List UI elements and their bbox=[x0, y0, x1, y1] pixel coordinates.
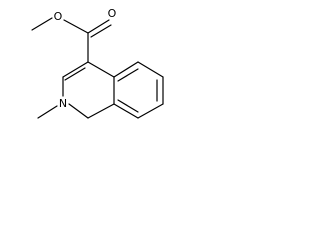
bond-c4-c3-double-1 bbox=[62, 61, 89, 78]
bond-c4a-to-c4 bbox=[87, 61, 115, 78]
bond-c7-to-c8 bbox=[137, 103, 164, 119]
bond-c1-to-c8a bbox=[87, 103, 115, 119]
molecule-drawing: O O N bbox=[31, 7, 164, 119]
carbonyl-oxygen-label: O bbox=[108, 7, 117, 20]
bond-n-to-methyl bbox=[37, 105, 58, 119]
bond-carbonyl-c-o-double-2 bbox=[90, 24, 112, 38]
bond-carbonyl-c-o-double-1 bbox=[87, 19, 110, 34]
bond-c4-c3-double-2 bbox=[64, 67, 86, 81]
ester-oxygen-label: O bbox=[54, 10, 63, 23]
structure-diagram: O O N bbox=[0, 0, 180, 152]
bond-ester-o-to-methyl bbox=[31, 17, 53, 31]
bond-carbonyl-c-to-ester-o bbox=[63, 19, 89, 34]
bond-n-to-c1 bbox=[68, 103, 89, 119]
bond-c4a-c5-double-1 bbox=[113, 61, 139, 78]
bond-c8-c8a-double-2 bbox=[117, 99, 139, 113]
bond-c4a-c5-double-2 bbox=[117, 68, 139, 82]
bond-c8-c8a-double-1 bbox=[113, 103, 139, 119]
bond-c5-to-c6 bbox=[137, 61, 164, 78]
ring-nitrogen-label: N bbox=[59, 97, 67, 110]
